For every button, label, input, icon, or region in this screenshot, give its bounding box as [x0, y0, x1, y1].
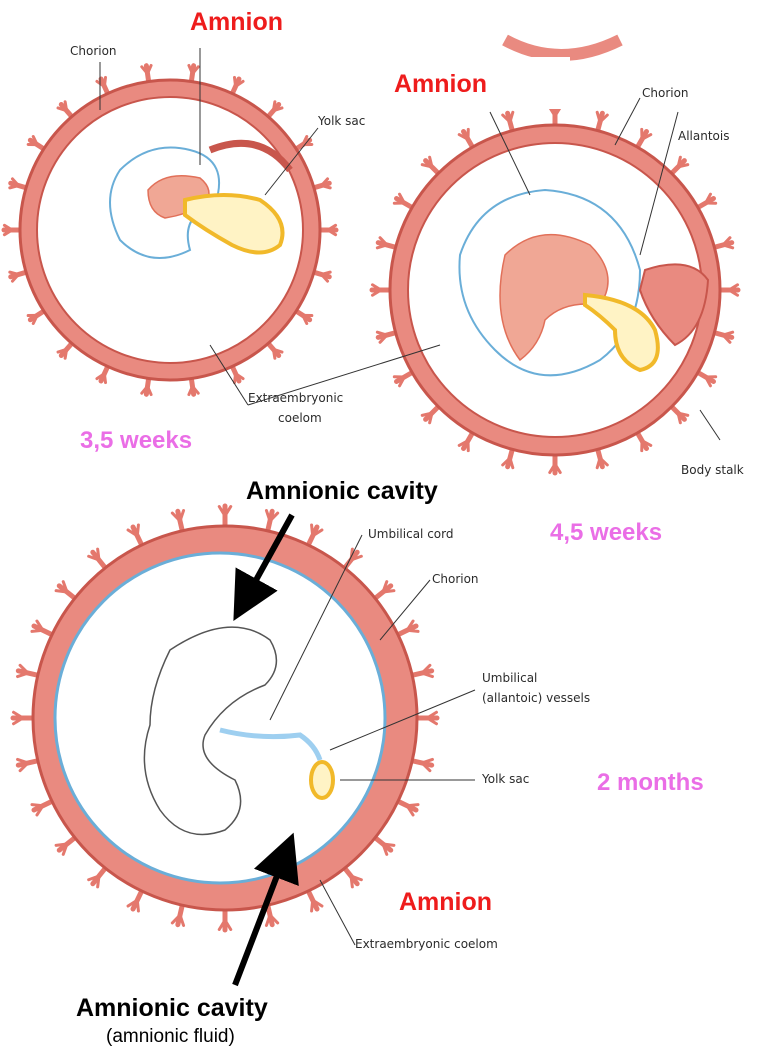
villus-branch	[137, 525, 138, 536]
villus-branch	[56, 844, 67, 845]
yolk-sac	[311, 762, 333, 798]
stage-3-5-weeks-figure	[4, 65, 336, 394]
label-stage-4-5-weeks: 4,5 weeks	[550, 519, 662, 546]
label-extraembryonic-coelom-line1: Extraembryonic	[248, 391, 343, 405]
label-amnion-4-5-weeks: Amnion	[394, 70, 487, 98]
neighbor-chorion-fragment	[505, 40, 620, 55]
amnionic-cavity	[55, 553, 385, 883]
stage-2-months-figure	[13, 506, 437, 930]
villus-branch	[312, 900, 313, 911]
label-chorion-4-5-weeks: Chorion	[642, 86, 689, 100]
villus-branch	[32, 805, 43, 806]
villus-branch	[597, 458, 600, 468]
label-extraembryonic-coelom-2-months: Extraembryonic coelom	[355, 937, 498, 951]
villus-branch	[351, 876, 352, 887]
villus-branch	[98, 549, 99, 560]
label-umbilical-vessels-line1: Umbilical	[482, 671, 537, 685]
villus-branch	[510, 112, 513, 122]
label-body-stalk: Body stalk	[681, 463, 744, 477]
label-yolk-sac-3-5-weeks: Yolk sac	[317, 114, 365, 128]
label-chorion-3-5-weeks: Chorion	[70, 44, 117, 58]
label-umbilical-cord: Umbilical cord	[368, 527, 453, 541]
label-stage-2-months: 2 months	[597, 769, 704, 796]
villus-branch	[235, 374, 236, 383]
villus-branch	[104, 77, 105, 86]
villus-branch	[65, 102, 66, 111]
label-umbilical-vessels-line2: (allantoic) vessels	[482, 691, 590, 705]
villus-branch	[377, 332, 387, 335]
label-extraembryonic-coelom-line2: coelom	[278, 411, 322, 425]
label-stage-3-5-weeks: 3,5 weeks	[80, 427, 192, 454]
label-allantois: Allantois	[678, 129, 729, 143]
label-amnionic-cavity-top: Amnionic cavity	[246, 477, 438, 505]
label-amnion-2-months: Amnion	[399, 888, 492, 916]
label-amnionic-cavity-bottom: Amnionic cavity	[76, 994, 268, 1022]
villus-branch	[383, 591, 394, 592]
label-amnionic-fluid: (amnionic fluid)	[106, 1026, 235, 1047]
label-amnion-3-5-weeks: Amnion	[190, 8, 283, 36]
label-chorion-2-months: Chorion	[432, 572, 479, 586]
villus-branch	[407, 630, 418, 631]
label-yolk-sac-2-months: Yolk sac	[481, 772, 529, 786]
villus-branch	[273, 349, 274, 358]
villus-branch	[723, 245, 733, 248]
